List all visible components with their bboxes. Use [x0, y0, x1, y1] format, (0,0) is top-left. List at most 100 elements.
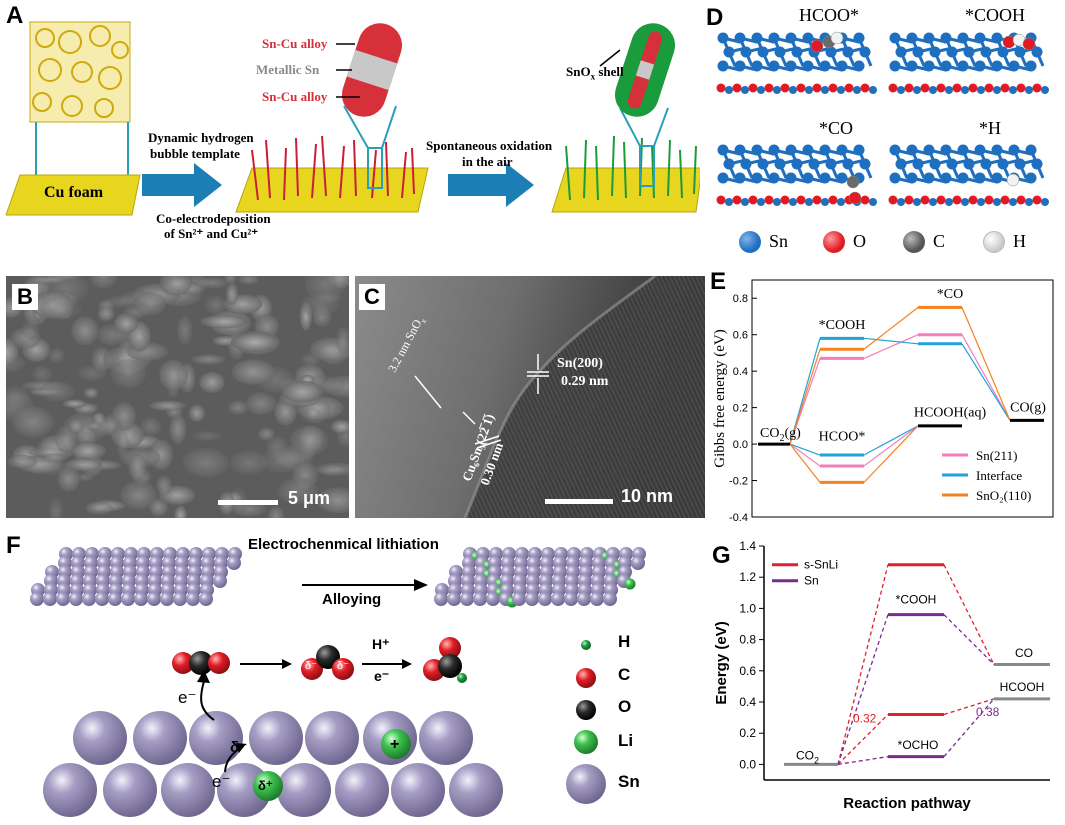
o-atom — [844, 83, 854, 93]
sn-atom — [923, 172, 935, 184]
sem-grain — [97, 306, 115, 322]
legend-label: SnO₂(110) — [976, 488, 1031, 503]
sn-atom — [740, 158, 752, 170]
sn-atom — [853, 32, 865, 44]
o-atom — [1016, 195, 1026, 205]
y-axis-label: Gibbs free energy (eV) — [712, 329, 728, 467]
legend-o-atom — [823, 231, 845, 253]
sem-grain — [257, 427, 275, 441]
panel-a: A — [0, 0, 700, 260]
sem-grain — [120, 480, 157, 510]
sem-grain — [323, 276, 349, 289]
sn-atom — [717, 60, 729, 72]
sem-grain — [28, 276, 69, 284]
sn-atom — [895, 158, 907, 170]
o-atom — [920, 195, 930, 205]
sem-grain — [110, 359, 147, 389]
sem-grain — [83, 387, 99, 399]
sn-atom — [791, 158, 803, 170]
sem-grain — [62, 399, 87, 408]
d-title-co: *CO — [819, 118, 854, 138]
x-axis-label: Reaction pathway — [843, 795, 971, 812]
sn-atom — [842, 46, 854, 58]
sn-atom-large — [161, 763, 215, 817]
sem-grain — [314, 462, 349, 476]
sn-atom — [961, 86, 969, 94]
sn-atom — [768, 172, 780, 184]
sn-atom — [974, 60, 986, 72]
d-title-cooh: *COOH — [965, 5, 1026, 25]
sn-atom — [603, 592, 617, 606]
sn-atom — [460, 592, 474, 606]
sn-atom — [631, 556, 645, 570]
sn-atom-large — [391, 763, 445, 817]
sn-atom-large — [335, 763, 389, 817]
connector-line — [789, 443, 821, 456]
legend-h-atom — [983, 231, 1005, 253]
sem-grain — [64, 458, 102, 472]
sem-grain — [174, 505, 187, 518]
dashed-connector — [837, 755, 889, 766]
cu-foam-label: Cu foam — [44, 184, 104, 201]
sn-atom — [889, 32, 901, 44]
connector-line — [863, 425, 919, 483]
sem-grain — [40, 296, 82, 321]
o-atom — [828, 195, 838, 205]
sn-atom — [717, 172, 729, 184]
sn-atom — [69, 592, 83, 606]
sn-atom — [186, 592, 200, 606]
callout-sn-cu-alloy-bottom: Sn-Cu alloy — [262, 89, 328, 104]
o-atom — [812, 83, 822, 93]
sn-atom — [923, 144, 935, 156]
sn-atom — [199, 592, 213, 606]
o-atom — [936, 83, 946, 93]
sn-atom — [913, 86, 921, 94]
sn-atom — [906, 172, 918, 184]
sn-atom — [889, 60, 901, 72]
f-legend-sn: Sn — [618, 772, 640, 791]
sn-atom — [974, 32, 986, 44]
sn-atom — [486, 592, 500, 606]
o-atom — [904, 195, 914, 205]
sn-atom — [913, 198, 921, 206]
sn-atom — [789, 198, 797, 206]
arrow-oxidation — [448, 163, 534, 207]
sn-atom — [1025, 144, 1037, 156]
y-tick-label: 0.0 — [733, 439, 748, 451]
sn-atom-large — [133, 711, 187, 765]
panel-d: D HCOO* *COOH *CO *H Sn O C H — [703, 0, 1065, 270]
sem-grain — [199, 371, 225, 393]
sn-atom — [564, 592, 578, 606]
o-atom — [860, 83, 870, 93]
li-atom — [624, 578, 636, 590]
sn-atom-large — [189, 711, 243, 765]
sn-atom — [837, 86, 845, 94]
sem-grain — [21, 319, 40, 340]
dashed-connector — [943, 614, 995, 666]
sn-atom — [997, 158, 1009, 170]
sn-atom — [95, 592, 109, 606]
oxide-shell-capsule — [614, 23, 676, 117]
o-atom — [780, 83, 790, 93]
sn-atom — [725, 86, 733, 94]
state-label-co-gas: CO(g) — [1010, 400, 1046, 415]
sem-grain — [281, 380, 324, 403]
connector-line — [863, 425, 919, 467]
sn-atom — [945, 198, 953, 206]
sn-atom — [434, 592, 448, 606]
sem-grain — [191, 354, 226, 365]
sn-atom — [723, 46, 735, 58]
dashed-connector — [943, 564, 995, 665]
sn-atom — [906, 60, 918, 72]
o-atom — [812, 195, 822, 205]
sn-atom — [819, 144, 831, 156]
sn-atom-large — [277, 763, 331, 817]
sn-atom — [853, 60, 865, 72]
sem-grain — [133, 292, 167, 316]
legend-label: Sn — [804, 574, 819, 588]
y-axis-label: Energy (eV) — [713, 621, 730, 704]
f-legend-c: C — [618, 665, 631, 684]
dashed-connector — [837, 614, 889, 765]
